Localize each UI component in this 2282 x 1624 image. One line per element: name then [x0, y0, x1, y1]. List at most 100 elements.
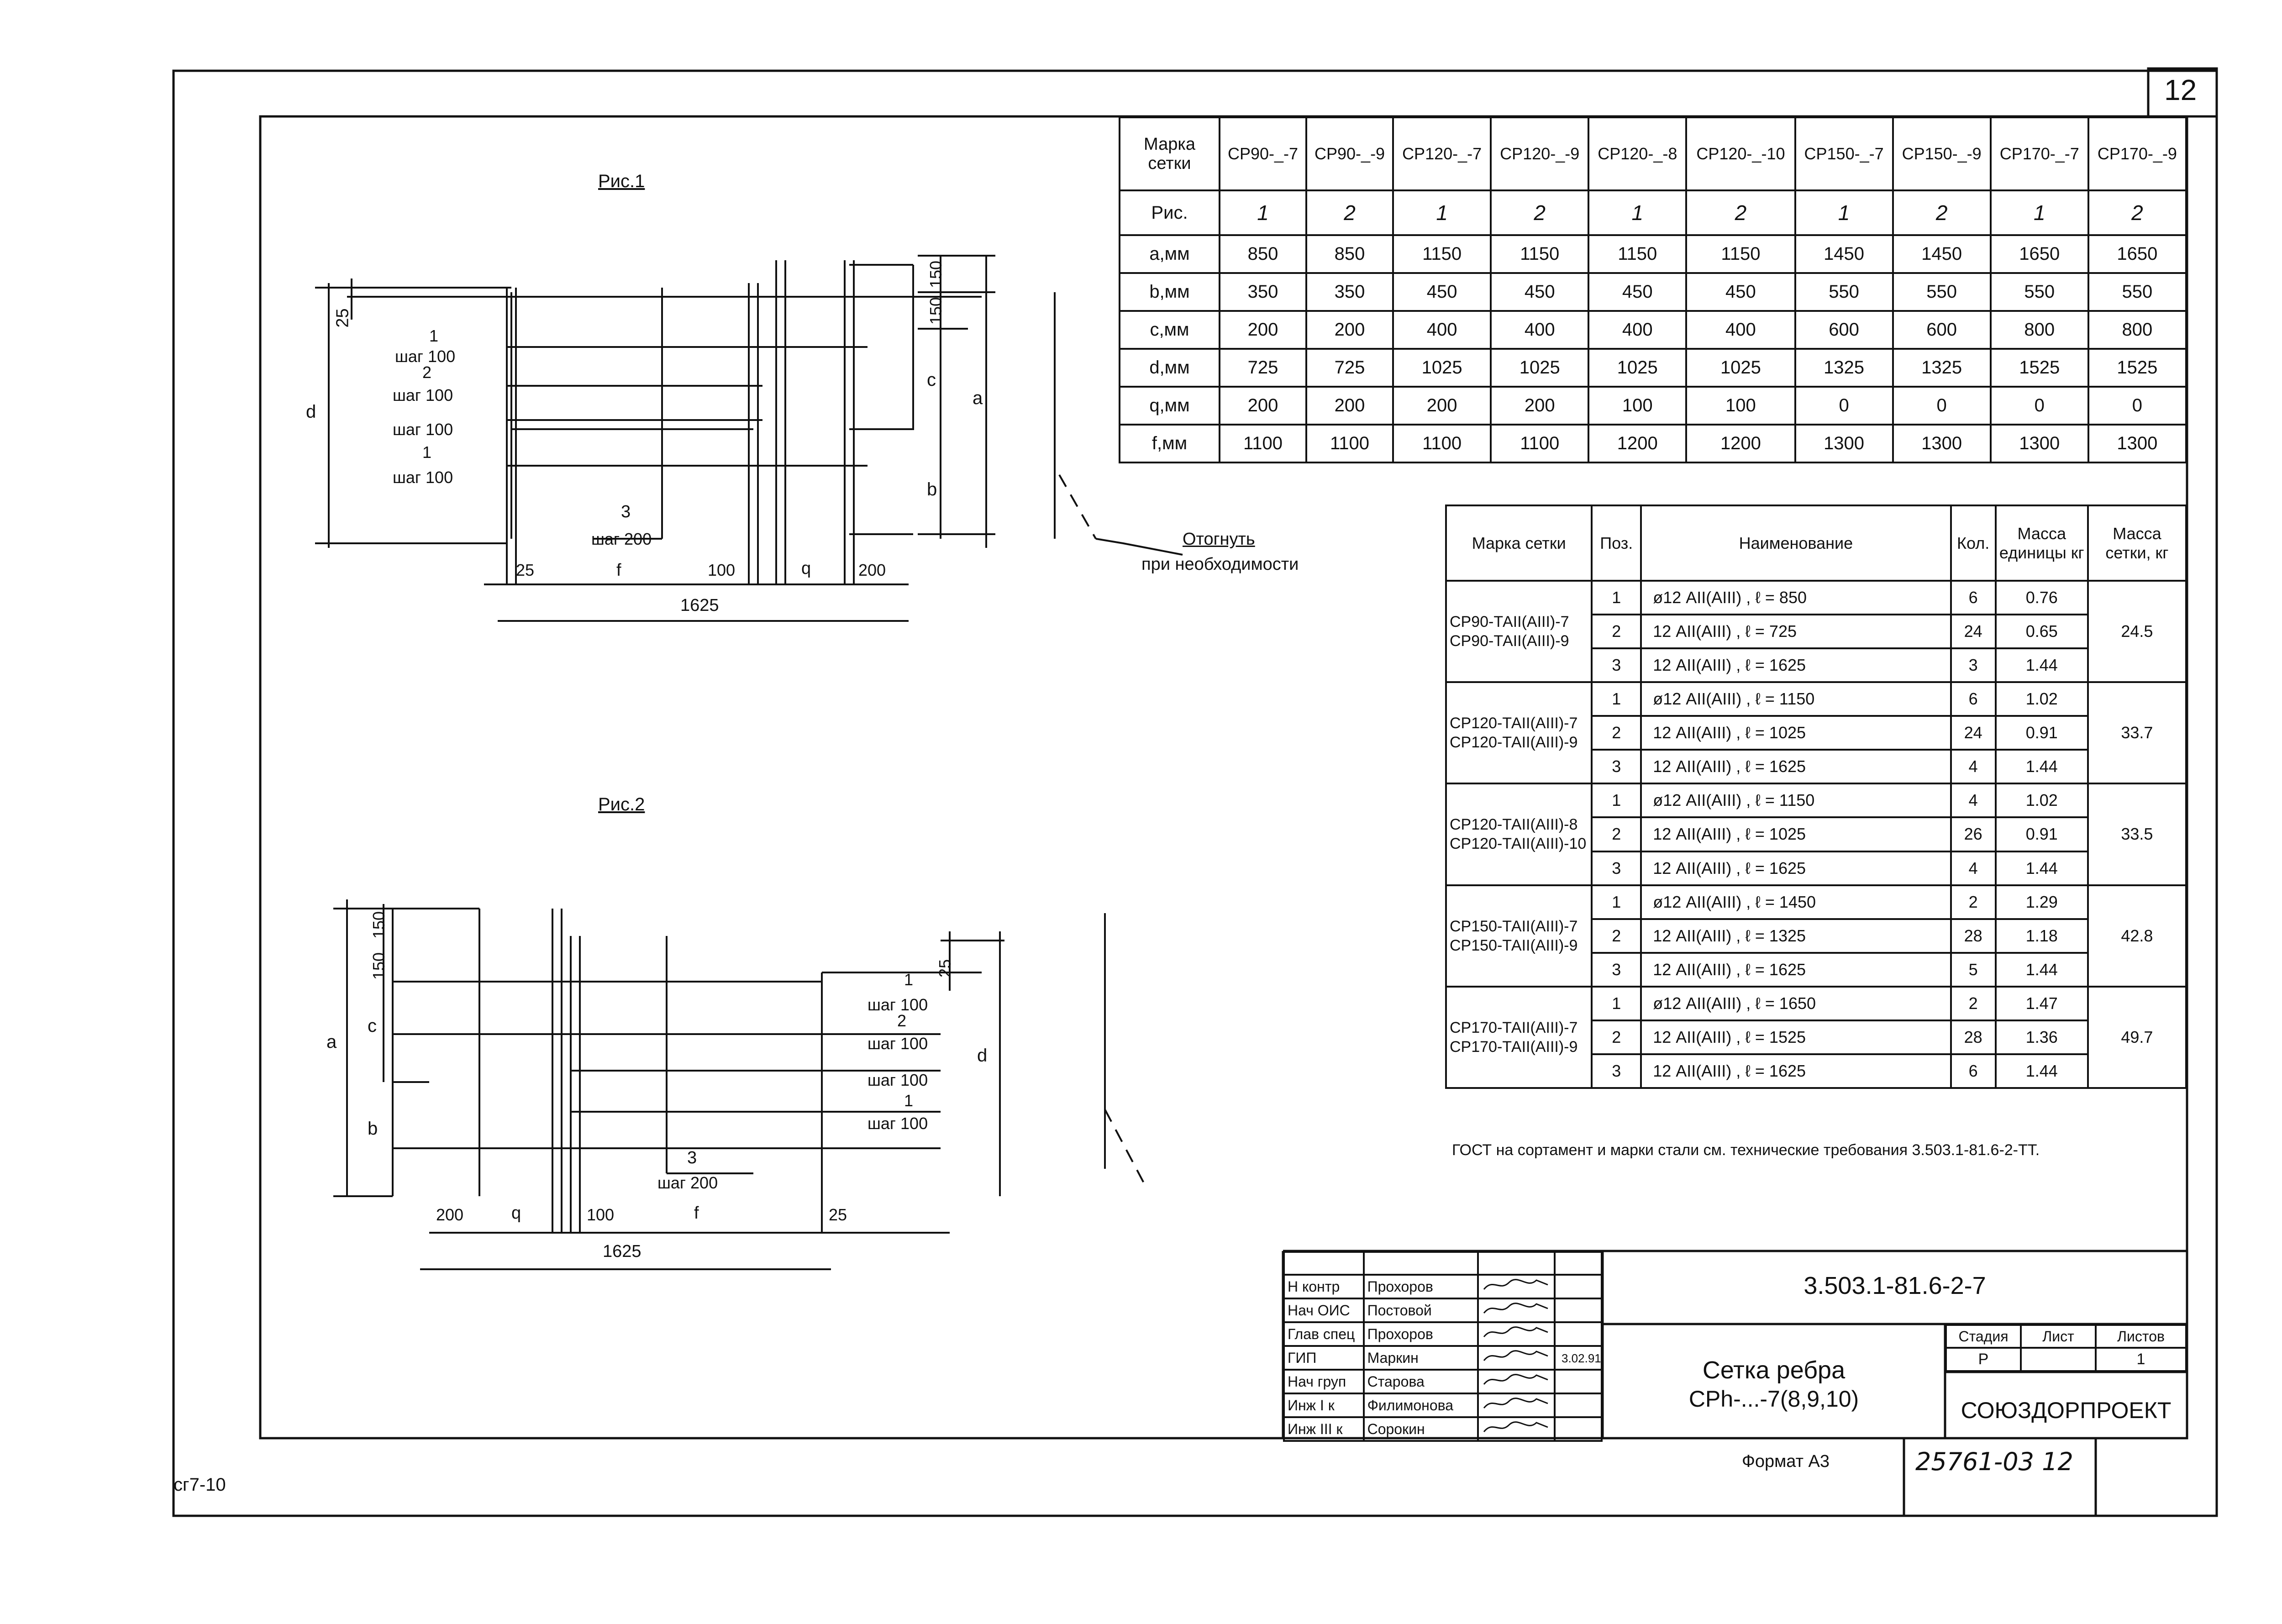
- stamp-person-name: Прохоров: [1362, 1274, 1479, 1299]
- params-cell: 1150: [1490, 234, 1590, 274]
- fig1-note-line1: Отогнуть: [1183, 530, 1255, 549]
- spec-pos: 1: [1591, 783, 1642, 819]
- stamp-signature: [1477, 1274, 1556, 1299]
- fig2-bar-step2: шаг 100: [868, 1034, 928, 1053]
- params-cell: 1300: [2087, 423, 2187, 464]
- params-cell: 550: [1794, 272, 1894, 312]
- spec-name: 12 АII(АIII) , ℓ = 725: [1640, 614, 1952, 650]
- spec-unit-mass: 1.36: [1994, 1019, 2089, 1055]
- spec-mark-line: СР90-ТАII(АIII)-7: [1450, 613, 1569, 631]
- stamp-date-cell: [1554, 1369, 1603, 1394]
- stamp-role: Глав спец: [1283, 1321, 1365, 1347]
- stamp-person-name: Старова: [1362, 1369, 1479, 1394]
- params-cell: 0: [1794, 386, 1894, 426]
- params-cell: 1: [1218, 189, 1308, 237]
- spec-pos: 3: [1591, 647, 1642, 683]
- spec-name: 12 АII(АIII) , ℓ = 1525: [1640, 1019, 1952, 1055]
- spec-mark-line: СР120-ТАII(АIII)-9: [1450, 734, 1578, 752]
- params-column-header: СР90-_-9: [1305, 116, 1394, 191]
- spec-total-mass: 24.5: [2087, 579, 2187, 683]
- fig1-dim-a: a: [973, 388, 983, 408]
- spec-header-name: Наименование: [1640, 505, 1952, 582]
- spec-name: 12 АII(АIII) , ℓ = 1625: [1640, 1053, 1952, 1089]
- params-row-label: d,мм: [1119, 348, 1220, 388]
- params-cell: 1450: [1892, 234, 1992, 274]
- stamp-sheets-label: Листов: [2095, 1324, 2187, 1349]
- spec-name: ø12 АII(АIII) , ℓ = 1150: [1640, 681, 1952, 717]
- fig1-bar-step3: шаг 100: [393, 420, 453, 439]
- params-cell: 0: [2087, 386, 2187, 426]
- params-cell: 0: [1989, 386, 2089, 426]
- params-cell: 1025: [1392, 348, 1492, 388]
- fig2-bar-step1: шаг 100: [868, 995, 928, 1014]
- fig2-bar-step200: шаг 200: [657, 1173, 718, 1192]
- params-cell: 1: [1392, 189, 1492, 237]
- params-cell: 100: [1588, 386, 1688, 426]
- stamp-signature: [1477, 1298, 1556, 1323]
- fig2-dim-f: f: [694, 1204, 699, 1223]
- stamp-signature: [1477, 1393, 1556, 1418]
- spec-name: ø12 АII(АIII) , ℓ = 1150: [1640, 783, 1952, 819]
- spec-pos: 1: [1591, 579, 1642, 616]
- fig1-title: Рис.1: [598, 171, 645, 191]
- params-cell: 1650: [2087, 234, 2187, 274]
- stamp-date-cell: [1554, 1345, 1603, 1371]
- fig2-dim-200: 200: [436, 1205, 464, 1224]
- spec-mark-line: СР150-ТАII(АIII)-7: [1450, 917, 1578, 935]
- fig2-dim-100: 100: [587, 1205, 615, 1224]
- stamp-date-cell: [1554, 1321, 1603, 1347]
- fig1-dim-q: q: [801, 559, 811, 578]
- fig2-bar-pos2: 2: [897, 1011, 907, 1030]
- fig2-dim-a: a: [326, 1032, 337, 1052]
- fig2-dim-total: 1625: [603, 1242, 641, 1261]
- fig2-bar-pos3: 3: [687, 1148, 697, 1167]
- fig1-bar-step200: шаг 200: [591, 530, 652, 548]
- fig1-dim-c: c: [927, 370, 936, 390]
- fig1-dim-b: b: [927, 479, 937, 499]
- inner-frame: [259, 115, 2188, 1440]
- spec-mark-line: СР170-ТАII(АIII)-7: [1450, 1019, 1578, 1036]
- fig1-bar-step4: шаг 100: [393, 468, 453, 487]
- params-cell: 1025: [1490, 348, 1590, 388]
- fig2-bar-step3: шаг 100: [868, 1114, 928, 1133]
- stamp-signature: [1477, 1369, 1556, 1394]
- spec-qty: 6: [1950, 681, 1997, 717]
- spec-unit-mass: 1.44: [1994, 647, 2089, 683]
- stamp-sheet-label: Лист: [2020, 1324, 2097, 1349]
- spec-header-qty: Кол.: [1950, 505, 1997, 582]
- spec-mark-line: СР120-ТАII(АIII)-8: [1450, 816, 1578, 834]
- params-cell: 400: [1685, 310, 1796, 350]
- spec-qty: 26: [1950, 816, 1997, 852]
- spec-qty: 3: [1950, 647, 1997, 683]
- params-cell: 400: [1490, 310, 1590, 350]
- spec-name: ø12 АII(АIII) , ℓ = 1650: [1640, 985, 1952, 1021]
- stamp-role: ГИП: [1283, 1345, 1365, 1371]
- stamp-person-name: Маркин: [1362, 1345, 1479, 1371]
- spec-unit-mass: 1.29: [1994, 884, 2089, 920]
- signature-scribble: [1483, 1398, 1548, 1409]
- params-cell: 1200: [1588, 423, 1688, 464]
- fig1-bar-top-pos: 1: [429, 326, 439, 345]
- stamp-person-name: Сорокин: [1362, 1416, 1479, 1442]
- gost-note: ГОСТ на сортамент и марки стали см. техн…: [1452, 1141, 2040, 1159]
- params-cell: 600: [1892, 310, 1992, 350]
- params-cell: 450: [1588, 272, 1688, 312]
- format-label: Формат А3: [1742, 1452, 1830, 1471]
- params-column-header: СР120-_-8: [1588, 116, 1688, 191]
- spec-pos: 2: [1591, 918, 1642, 954]
- fig1-bar-pos2: 2: [422, 363, 432, 382]
